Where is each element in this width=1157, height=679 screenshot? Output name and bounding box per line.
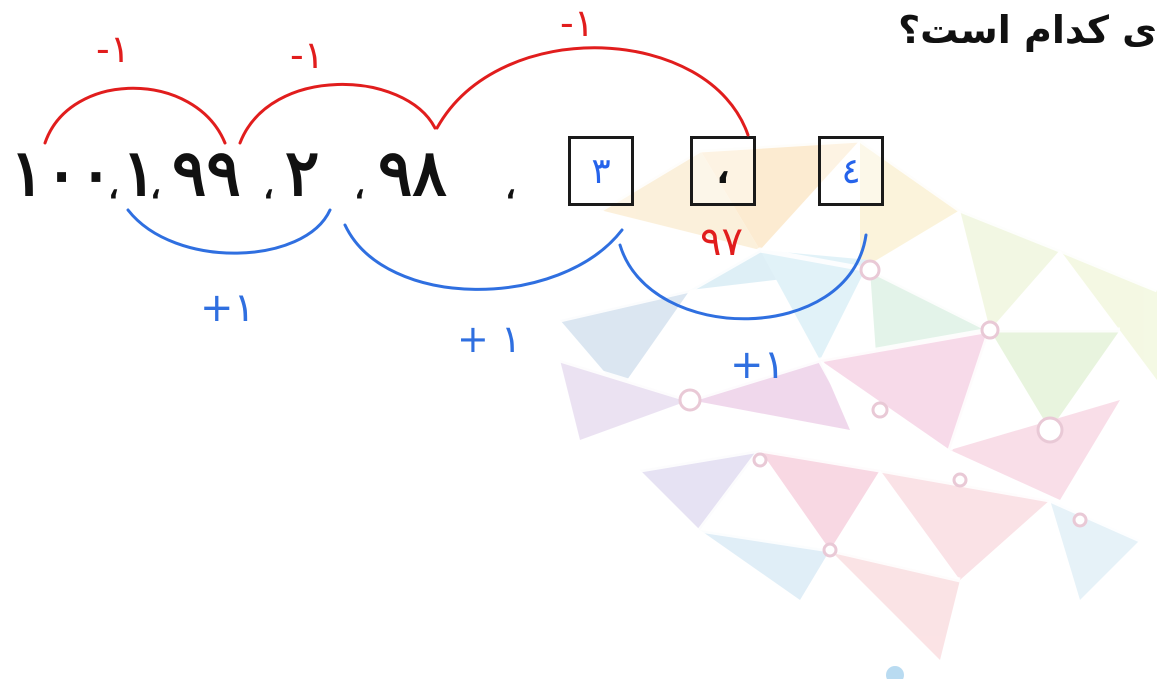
minus-label: -١ bbox=[560, 1, 595, 45]
separator: ، bbox=[354, 167, 365, 207]
box-note: ٩٧ bbox=[700, 219, 743, 265]
plus-label: + ١ bbox=[457, 317, 522, 361]
separator: ، bbox=[108, 167, 119, 207]
number-token: ٩٩ bbox=[172, 136, 241, 211]
plus-arc bbox=[343, 223, 624, 291]
number-token: ١٠٠ bbox=[10, 136, 114, 211]
number-token: ٢ bbox=[285, 136, 320, 211]
plus-label: +١ bbox=[730, 342, 785, 388]
number-token: ١ bbox=[122, 136, 157, 211]
plus-label: +١ bbox=[200, 285, 255, 331]
answer-box[interactable]: ٣ bbox=[568, 136, 634, 206]
minus-label: -١ bbox=[290, 33, 325, 77]
answer-box-value: ٣ bbox=[591, 150, 611, 192]
number-token: ٩٨ bbox=[378, 136, 447, 211]
answer-box[interactable]: ٤ bbox=[818, 136, 884, 206]
question-title: ی کدام است؟ bbox=[898, 8, 1157, 52]
minus-label: -١ bbox=[96, 27, 131, 71]
answer-box[interactable]: ، bbox=[690, 136, 756, 206]
minus-arc bbox=[238, 82, 437, 145]
plus-arc bbox=[618, 233, 868, 321]
minus-arc bbox=[43, 86, 227, 145]
answer-box-value: ، bbox=[716, 150, 730, 192]
plus-arc bbox=[126, 208, 332, 255]
separator: ، bbox=[263, 167, 274, 207]
separator: ، bbox=[150, 167, 161, 207]
minus-arc bbox=[435, 46, 750, 137]
answer-box-value: ٤ bbox=[841, 150, 861, 192]
separator: ، bbox=[505, 167, 516, 207]
